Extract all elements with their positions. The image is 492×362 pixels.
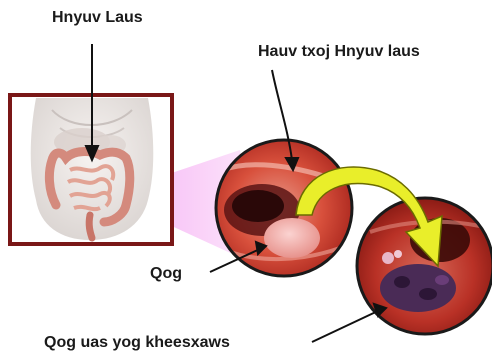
label-cancerous-polyp: Qog uas yog kheesxaws — [44, 334, 230, 352]
label-inside-large-intestine: Hauv txoj Hnyuv laus — [258, 43, 420, 61]
polyp-shape — [264, 218, 320, 258]
label-polyp: Qog — [150, 265, 182, 283]
label-large-intestine: Hnyuv Laus — [52, 9, 143, 27]
cancer-mass-shape — [380, 264, 456, 312]
pointer-cancer — [312, 310, 380, 342]
colon-inside-view — [216, 140, 352, 276]
